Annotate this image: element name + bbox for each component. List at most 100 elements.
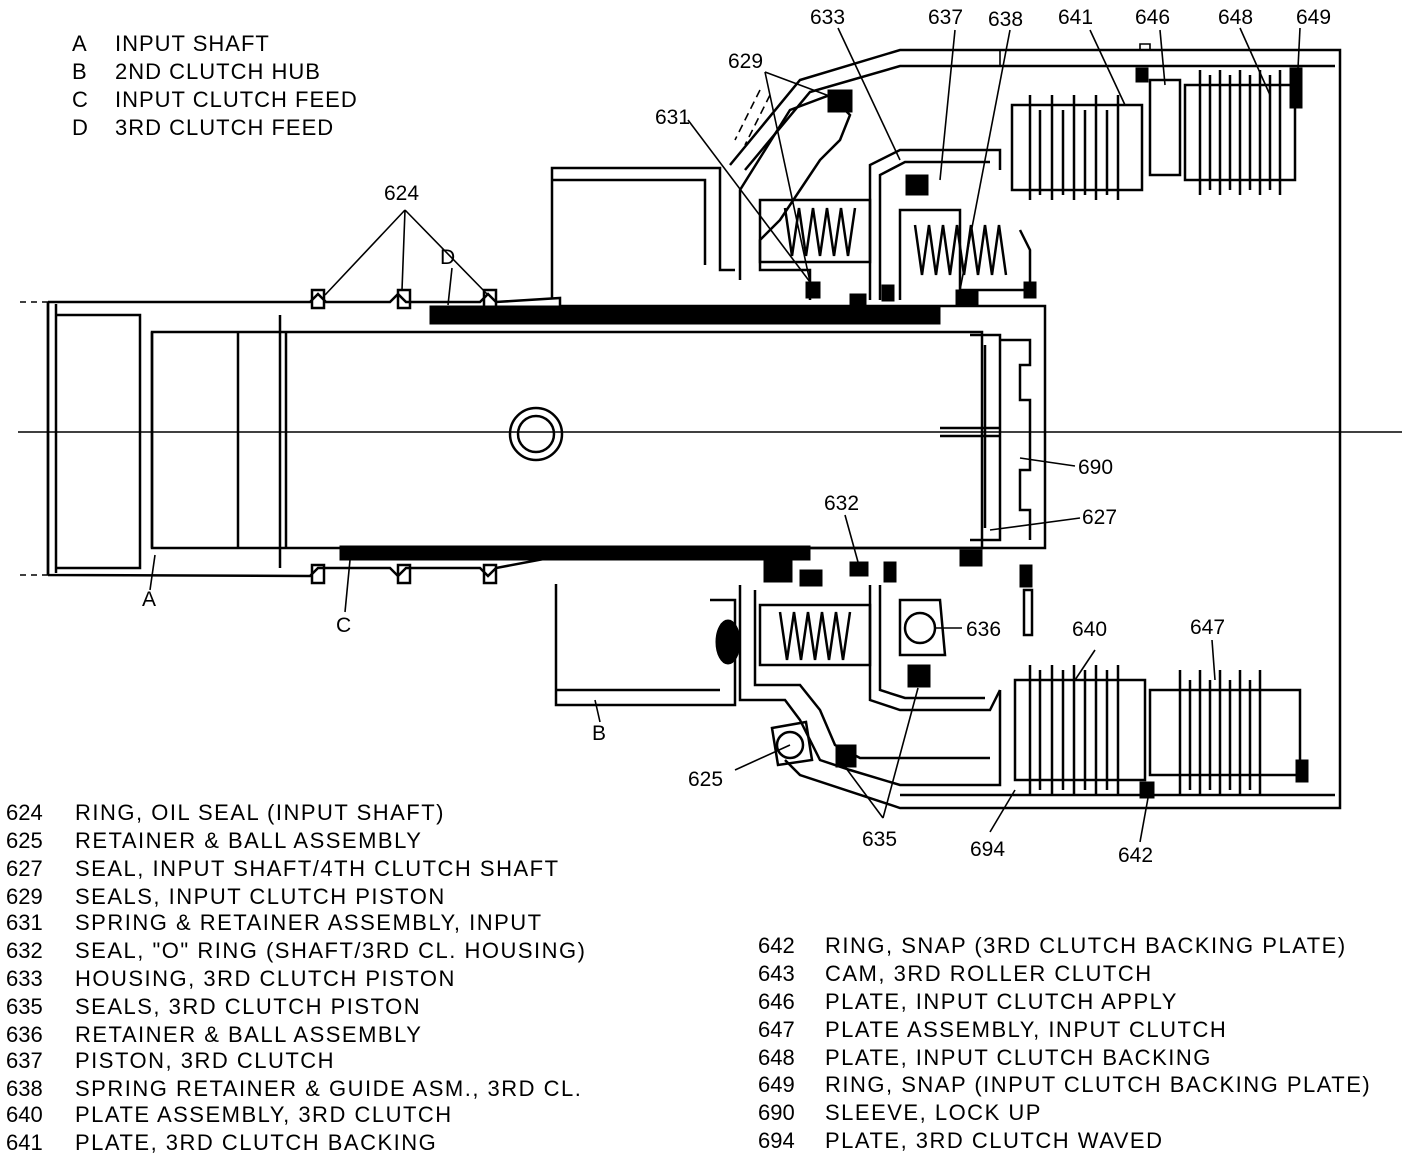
ball-636 bbox=[903, 611, 937, 645]
part-description: PLATE ASSEMBLY, 3RD CLUTCH bbox=[75, 1102, 453, 1127]
hub-seal bbox=[715, 619, 741, 665]
callout-642: 642 bbox=[1118, 844, 1153, 867]
callout-633: 633 bbox=[810, 6, 845, 29]
part-number: 633 bbox=[6, 966, 43, 991]
feed-seal-c bbox=[339, 545, 811, 561]
callout-694: 694 bbox=[970, 838, 1005, 861]
parts-list-right: 642 RING, SNAP (3RD CLUTCH BACKING PLATE… bbox=[758, 933, 1371, 1153]
part-number: 648 bbox=[758, 1045, 795, 1070]
part-number: 625 bbox=[6, 828, 43, 853]
callout-c: C bbox=[336, 614, 351, 637]
part-description: PLATE ASSEMBLY, INPUT CLUTCH bbox=[825, 1017, 1227, 1042]
callout-638: 638 bbox=[988, 8, 1023, 31]
callout-b: B bbox=[592, 722, 606, 745]
shaft-bore bbox=[150, 330, 984, 550]
part-description: RING, OIL SEAL (INPUT SHAFT) bbox=[75, 800, 445, 825]
part-number: 631 bbox=[6, 910, 43, 935]
legend-text: 2ND CLUTCH HUB bbox=[115, 59, 321, 84]
input-shaft-outline bbox=[46, 292, 1047, 578]
part-number: 635 bbox=[6, 994, 43, 1019]
part-number: 640 bbox=[6, 1102, 43, 1127]
spring-lower bbox=[778, 611, 852, 661]
legend-row: B 2ND CLUTCH HUB bbox=[72, 59, 321, 84]
callout-635: 635 bbox=[862, 828, 897, 851]
callout-640: 640 bbox=[1072, 618, 1107, 641]
part-number: 637 bbox=[6, 1048, 43, 1073]
callout-632: 632 bbox=[824, 492, 859, 515]
cross-section-drawing bbox=[18, 27, 1402, 843]
part-description: SPRING & RETAINER ASSEMBLY, INPUT bbox=[75, 910, 543, 935]
part-number: 690 bbox=[758, 1100, 795, 1125]
legend-row: D 3RD CLUTCH FEED bbox=[72, 115, 334, 140]
legend-text: 3RD CLUTCH FEED bbox=[115, 115, 334, 140]
callout-648: 648 bbox=[1218, 6, 1253, 29]
part-description: RING, SNAP (3RD CLUTCH BACKING PLATE) bbox=[825, 933, 1347, 958]
input-shaft-end bbox=[46, 302, 282, 575]
leader-lines bbox=[149, 27, 1301, 843]
clutch-pack-upper bbox=[1010, 67, 1303, 200]
piston-housing-upper bbox=[738, 93, 852, 300]
part-description: HOUSING, 3RD CLUTCH PISTON bbox=[75, 966, 456, 991]
callout-625: 625 bbox=[688, 768, 723, 791]
spring-upper-left bbox=[783, 207, 857, 257]
part-description: SEAL, INPUT SHAFT/4TH CLUTCH SHAFT bbox=[75, 856, 560, 881]
callout-624: 624 bbox=[384, 182, 419, 205]
part-description: CAM, 3RD ROLLER CLUTCH bbox=[825, 961, 1153, 986]
callout-646: 646 bbox=[1135, 6, 1170, 29]
callout-labels: 633 637 638 641 646 648 649 629 631 624 … bbox=[142, 6, 1331, 867]
callout-636: 636 bbox=[966, 618, 1001, 641]
callout-d: D bbox=[440, 246, 455, 269]
feed-seal-d bbox=[429, 305, 941, 325]
legend-key: C bbox=[72, 87, 89, 112]
callout-631: 631 bbox=[655, 106, 690, 129]
part-number: 647 bbox=[758, 1017, 795, 1042]
callout-649: 649 bbox=[1296, 6, 1331, 29]
parts-list-left: 624 RING, OIL SEAL (INPUT SHAFT) 625 RET… bbox=[6, 800, 586, 1155]
part-number: 646 bbox=[758, 989, 795, 1014]
part-number: 643 bbox=[758, 961, 795, 986]
spring-upper-right bbox=[913, 224, 1008, 276]
part-number: 627 bbox=[6, 856, 43, 881]
part-description: PLATE, INPUT CLUTCH BACKING bbox=[825, 1045, 1212, 1070]
part-description: RING, SNAP (INPUT CLUTCH BACKING PLATE) bbox=[825, 1072, 1371, 1097]
part-description: PLATE, INPUT CLUTCH APPLY bbox=[825, 989, 1178, 1014]
callout-641: 641 bbox=[1058, 6, 1093, 29]
callout-629: 629 bbox=[728, 50, 763, 73]
callout-637: 637 bbox=[928, 6, 963, 29]
part-number: 694 bbox=[758, 1128, 795, 1153]
callout-647: 647 bbox=[1190, 616, 1225, 639]
outer-housing bbox=[729, 48, 1342, 810]
clutch-pack-lower bbox=[1013, 665, 1309, 799]
legend-key: B bbox=[72, 59, 88, 84]
part-description: PISTON, 3RD CLUTCH bbox=[75, 1048, 335, 1073]
part-number: 641 bbox=[6, 1130, 43, 1155]
legend-top: A INPUT SHAFT B 2ND CLUTCH HUB C INPUT C… bbox=[72, 31, 358, 140]
legend-text: INPUT SHAFT bbox=[115, 31, 270, 56]
part-number: 636 bbox=[6, 1022, 43, 1047]
callout-627: 627 bbox=[1082, 506, 1117, 529]
hub-lower bbox=[554, 584, 737, 707]
part-description: PLATE, 3RD CLUTCH WAVED bbox=[825, 1128, 1163, 1153]
part-number: 629 bbox=[6, 884, 43, 909]
callout-690: 690 bbox=[1078, 456, 1113, 479]
part-number: 649 bbox=[758, 1072, 795, 1097]
part-description: SPRING RETAINER & GUIDE ASM., 3RD CL. bbox=[75, 1076, 582, 1101]
part-description: SEALS, INPUT CLUTCH PISTON bbox=[75, 884, 446, 909]
hub-upper bbox=[550, 166, 735, 298]
part-description: RETAINER & BALL ASSEMBLY bbox=[75, 1022, 422, 1047]
part-description: SLEEVE, LOCK UP bbox=[825, 1100, 1042, 1125]
part-description: SEAL, "O" RING (SHAFT/3RD CL. HOUSING) bbox=[75, 938, 586, 963]
ball-625 bbox=[775, 730, 805, 760]
part-number: 624 bbox=[6, 800, 43, 825]
part-description: RETAINER & BALL ASSEMBLY bbox=[75, 828, 422, 853]
legend-row: C INPUT CLUTCH FEED bbox=[72, 87, 358, 112]
part-number: 632 bbox=[6, 938, 43, 963]
piston-housing-lower bbox=[738, 585, 1002, 787]
part-number: 638 bbox=[6, 1076, 43, 1101]
part-description: SEALS, 3RD CLUTCH PISTON bbox=[75, 994, 421, 1019]
legend-text: INPUT CLUTCH FEED bbox=[115, 87, 358, 112]
legend-row: A INPUT SHAFT bbox=[72, 31, 270, 56]
part-number: 642 bbox=[758, 933, 795, 958]
legend-key: D bbox=[72, 115, 89, 140]
